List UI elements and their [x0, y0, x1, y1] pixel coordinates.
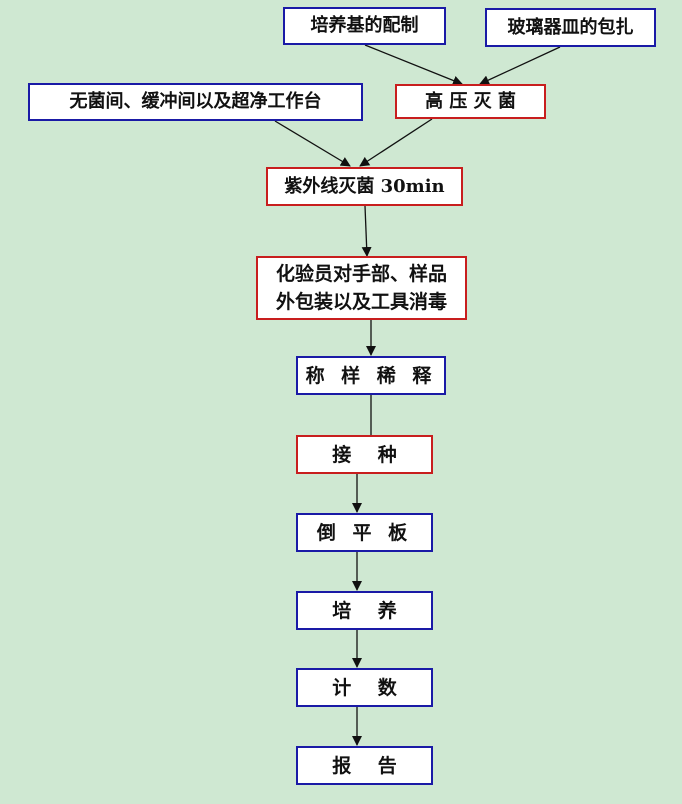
node-pour-plate: 倒 平 板	[296, 513, 433, 552]
node-glassware-wrapping: 玻璃器皿的包扎	[485, 8, 656, 47]
node-weigh-dilute: 称 样 稀 释	[296, 356, 446, 395]
node-uv-sterilization: 紫外线灭菌 30min	[266, 167, 463, 206]
arrow-uv-to-disinfect	[361, 205, 372, 257]
node-inoculation: 接 种	[296, 435, 433, 474]
node-sterile-rooms: 无菌间、缓冲间以及超净工作台	[28, 83, 363, 121]
node-counting: 计 数	[296, 668, 433, 707]
node-report: 报 告	[296, 746, 433, 785]
arrow-sterile-rooms-to-uv	[274, 120, 351, 167]
node-incubation: 培 养	[296, 591, 433, 630]
arrow-glassware-to-autoclave	[479, 46, 561, 85]
arrow-medium-to-autoclave	[364, 44, 463, 86]
arrow-autoclave-to-uv	[359, 118, 433, 167]
node-medium-preparation: 培养基的配制	[283, 7, 446, 45]
node-autoclave-sterilization: 高 压 灭 菌	[395, 84, 546, 119]
node-disinfection: 化验员对手部、样品 外包装以及工具消毒	[256, 256, 467, 320]
